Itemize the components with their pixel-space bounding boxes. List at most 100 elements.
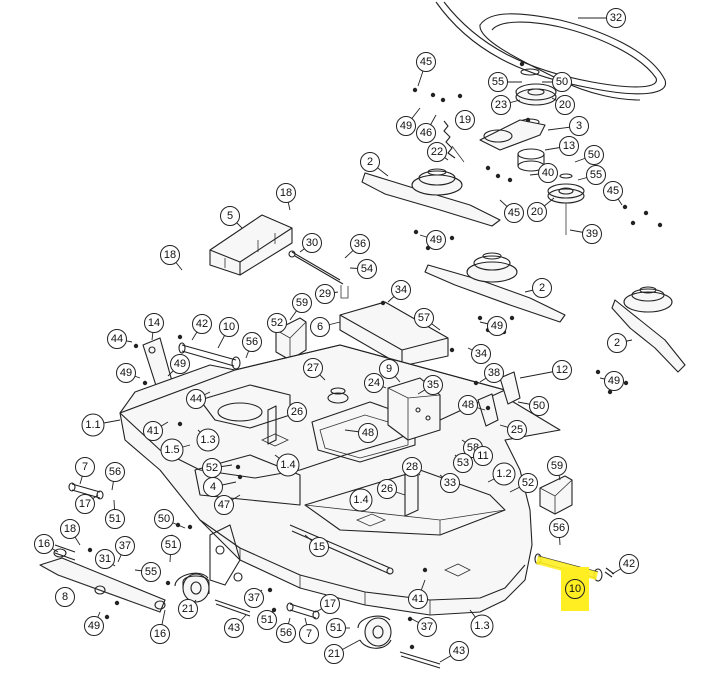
callout[interactable]: 49 bbox=[116, 363, 136, 383]
callout[interactable]: 15 bbox=[309, 537, 329, 557]
callout[interactable]: 45 bbox=[416, 52, 436, 72]
callout[interactable]: 49 bbox=[426, 230, 446, 250]
callout[interactable]: 18 bbox=[160, 245, 180, 265]
callout[interactable]: 41 bbox=[143, 421, 163, 441]
callout[interactable]: 1.3 bbox=[196, 428, 220, 452]
callout[interactable]: 29 bbox=[315, 284, 335, 304]
callout[interactable]: 25 bbox=[507, 420, 527, 440]
callout[interactable]: 59 bbox=[292, 293, 312, 313]
callout[interactable]: 4 bbox=[203, 477, 223, 497]
callout[interactable]: 7 bbox=[75, 457, 95, 477]
callout[interactable]: 53 bbox=[453, 453, 473, 473]
callout[interactable]: 45 bbox=[603, 181, 623, 201]
callout[interactable]: 7 bbox=[299, 624, 319, 644]
callout[interactable]: 1.3 bbox=[470, 614, 494, 638]
callout[interactable]: 51 bbox=[257, 610, 277, 630]
callout[interactable]: 56 bbox=[276, 623, 296, 643]
callout[interactable]: 55 bbox=[488, 72, 508, 92]
callout[interactable]: 56 bbox=[242, 332, 262, 352]
callout[interactable]: 51 bbox=[105, 509, 125, 529]
callout[interactable]: 48 bbox=[458, 395, 478, 415]
callout[interactable]: 44 bbox=[186, 389, 206, 409]
callout[interactable]: 35 bbox=[423, 375, 443, 395]
callout[interactable]: 13 bbox=[559, 136, 579, 156]
callout[interactable]: 16 bbox=[150, 624, 170, 644]
callout[interactable]: 51 bbox=[161, 535, 181, 555]
callout[interactable]: 57 bbox=[414, 308, 434, 328]
callout[interactable]: 14 bbox=[144, 313, 164, 333]
callout[interactable]: 49 bbox=[170, 354, 190, 374]
callout[interactable]: 2 bbox=[607, 333, 627, 353]
callout[interactable]: 1.5 bbox=[160, 438, 184, 462]
callout[interactable]: 1.2 bbox=[492, 462, 516, 486]
callout[interactable]: 2 bbox=[532, 278, 552, 298]
callout[interactable]: 37 bbox=[417, 617, 437, 637]
callout[interactable]: 16 bbox=[34, 534, 54, 554]
callout[interactable]: 9 bbox=[379, 359, 399, 379]
callout[interactable]: 44 bbox=[107, 329, 127, 349]
callout[interactable]: 38 bbox=[484, 363, 504, 383]
callout[interactable]: 55 bbox=[141, 562, 161, 582]
callout[interactable]: 41 bbox=[408, 589, 428, 609]
callout[interactable]: 49 bbox=[396, 116, 416, 136]
callout[interactable]: 50 bbox=[529, 396, 549, 416]
callout[interactable]: 10 bbox=[219, 317, 239, 337]
callout[interactable]: 52 bbox=[518, 473, 538, 493]
callout[interactable]: 17 bbox=[75, 494, 95, 514]
callout[interactable]: 22 bbox=[427, 142, 447, 162]
callout[interactable]: 20 bbox=[555, 95, 575, 115]
callout[interactable]: 45 bbox=[504, 203, 524, 223]
callout[interactable]: 27 bbox=[303, 358, 323, 378]
callout[interactable]: 49 bbox=[604, 371, 624, 391]
callout[interactable]: 1.4 bbox=[276, 453, 300, 477]
callout[interactable]: 23 bbox=[491, 95, 511, 115]
callout[interactable]: 48 bbox=[358, 423, 378, 443]
callout[interactable]: 51 bbox=[326, 618, 346, 638]
callout[interactable]: 32 bbox=[606, 8, 626, 28]
callout[interactable]: 55 bbox=[586, 165, 606, 185]
callout[interactable]: 18 bbox=[276, 183, 296, 203]
callout[interactable]: 54 bbox=[357, 259, 377, 279]
callout[interactable]: 18 bbox=[60, 519, 80, 539]
callout[interactable]: 34 bbox=[471, 344, 491, 364]
callout[interactable]: 52 bbox=[267, 313, 287, 333]
callout[interactable]: 56 bbox=[105, 462, 125, 482]
callout[interactable]: 40 bbox=[538, 163, 558, 183]
callout[interactable]: 39 bbox=[582, 224, 602, 244]
callout[interactable]: 21 bbox=[324, 644, 344, 664]
callout[interactable]: 49 bbox=[84, 616, 104, 636]
callout[interactable]: 47 bbox=[214, 495, 234, 515]
callout[interactable]: 6 bbox=[310, 317, 330, 337]
callout[interactable]: 49 bbox=[487, 316, 507, 336]
callout[interactable]: 1.4 bbox=[349, 488, 373, 512]
callout[interactable]: 26 bbox=[377, 479, 397, 499]
callout[interactable]: 31 bbox=[95, 549, 115, 569]
callout[interactable]: 3 bbox=[569, 116, 589, 136]
callout[interactable]: 37 bbox=[244, 588, 264, 608]
callout[interactable]: 50 bbox=[584, 145, 604, 165]
callout[interactable]: 36 bbox=[350, 234, 370, 254]
callout[interactable]: 19 bbox=[455, 110, 475, 130]
callout[interactable]: 42 bbox=[619, 554, 639, 574]
callout[interactable]: 56 bbox=[549, 518, 569, 538]
callout[interactable]: 1.1 bbox=[81, 413, 105, 437]
callout[interactable]: 46 bbox=[416, 123, 436, 143]
callout[interactable]: 17 bbox=[320, 594, 340, 614]
callout[interactable]: 50 bbox=[552, 72, 572, 92]
callout[interactable]: 30 bbox=[302, 233, 322, 253]
callout[interactable]: 59 bbox=[547, 456, 567, 476]
callout[interactable]: 33 bbox=[440, 473, 460, 493]
callout[interactable]: 42 bbox=[192, 314, 212, 334]
callout[interactable]: 37 bbox=[115, 536, 135, 556]
callout[interactable]: 11 bbox=[473, 446, 493, 466]
callout[interactable]: 26 bbox=[287, 402, 307, 422]
callout[interactable]: 24 bbox=[364, 373, 384, 393]
callout[interactable]: 2 bbox=[360, 152, 380, 172]
callout[interactable]: 12 bbox=[552, 360, 572, 380]
callout[interactable]: 50 bbox=[154, 509, 174, 529]
callout[interactable]: 52 bbox=[202, 458, 222, 478]
callout[interactable]: 21 bbox=[178, 599, 198, 619]
callout-highlighted[interactable]: 10 bbox=[536, 556, 598, 611]
callout[interactable]: 20 bbox=[527, 202, 547, 222]
callout[interactable]: 43 bbox=[224, 618, 244, 638]
